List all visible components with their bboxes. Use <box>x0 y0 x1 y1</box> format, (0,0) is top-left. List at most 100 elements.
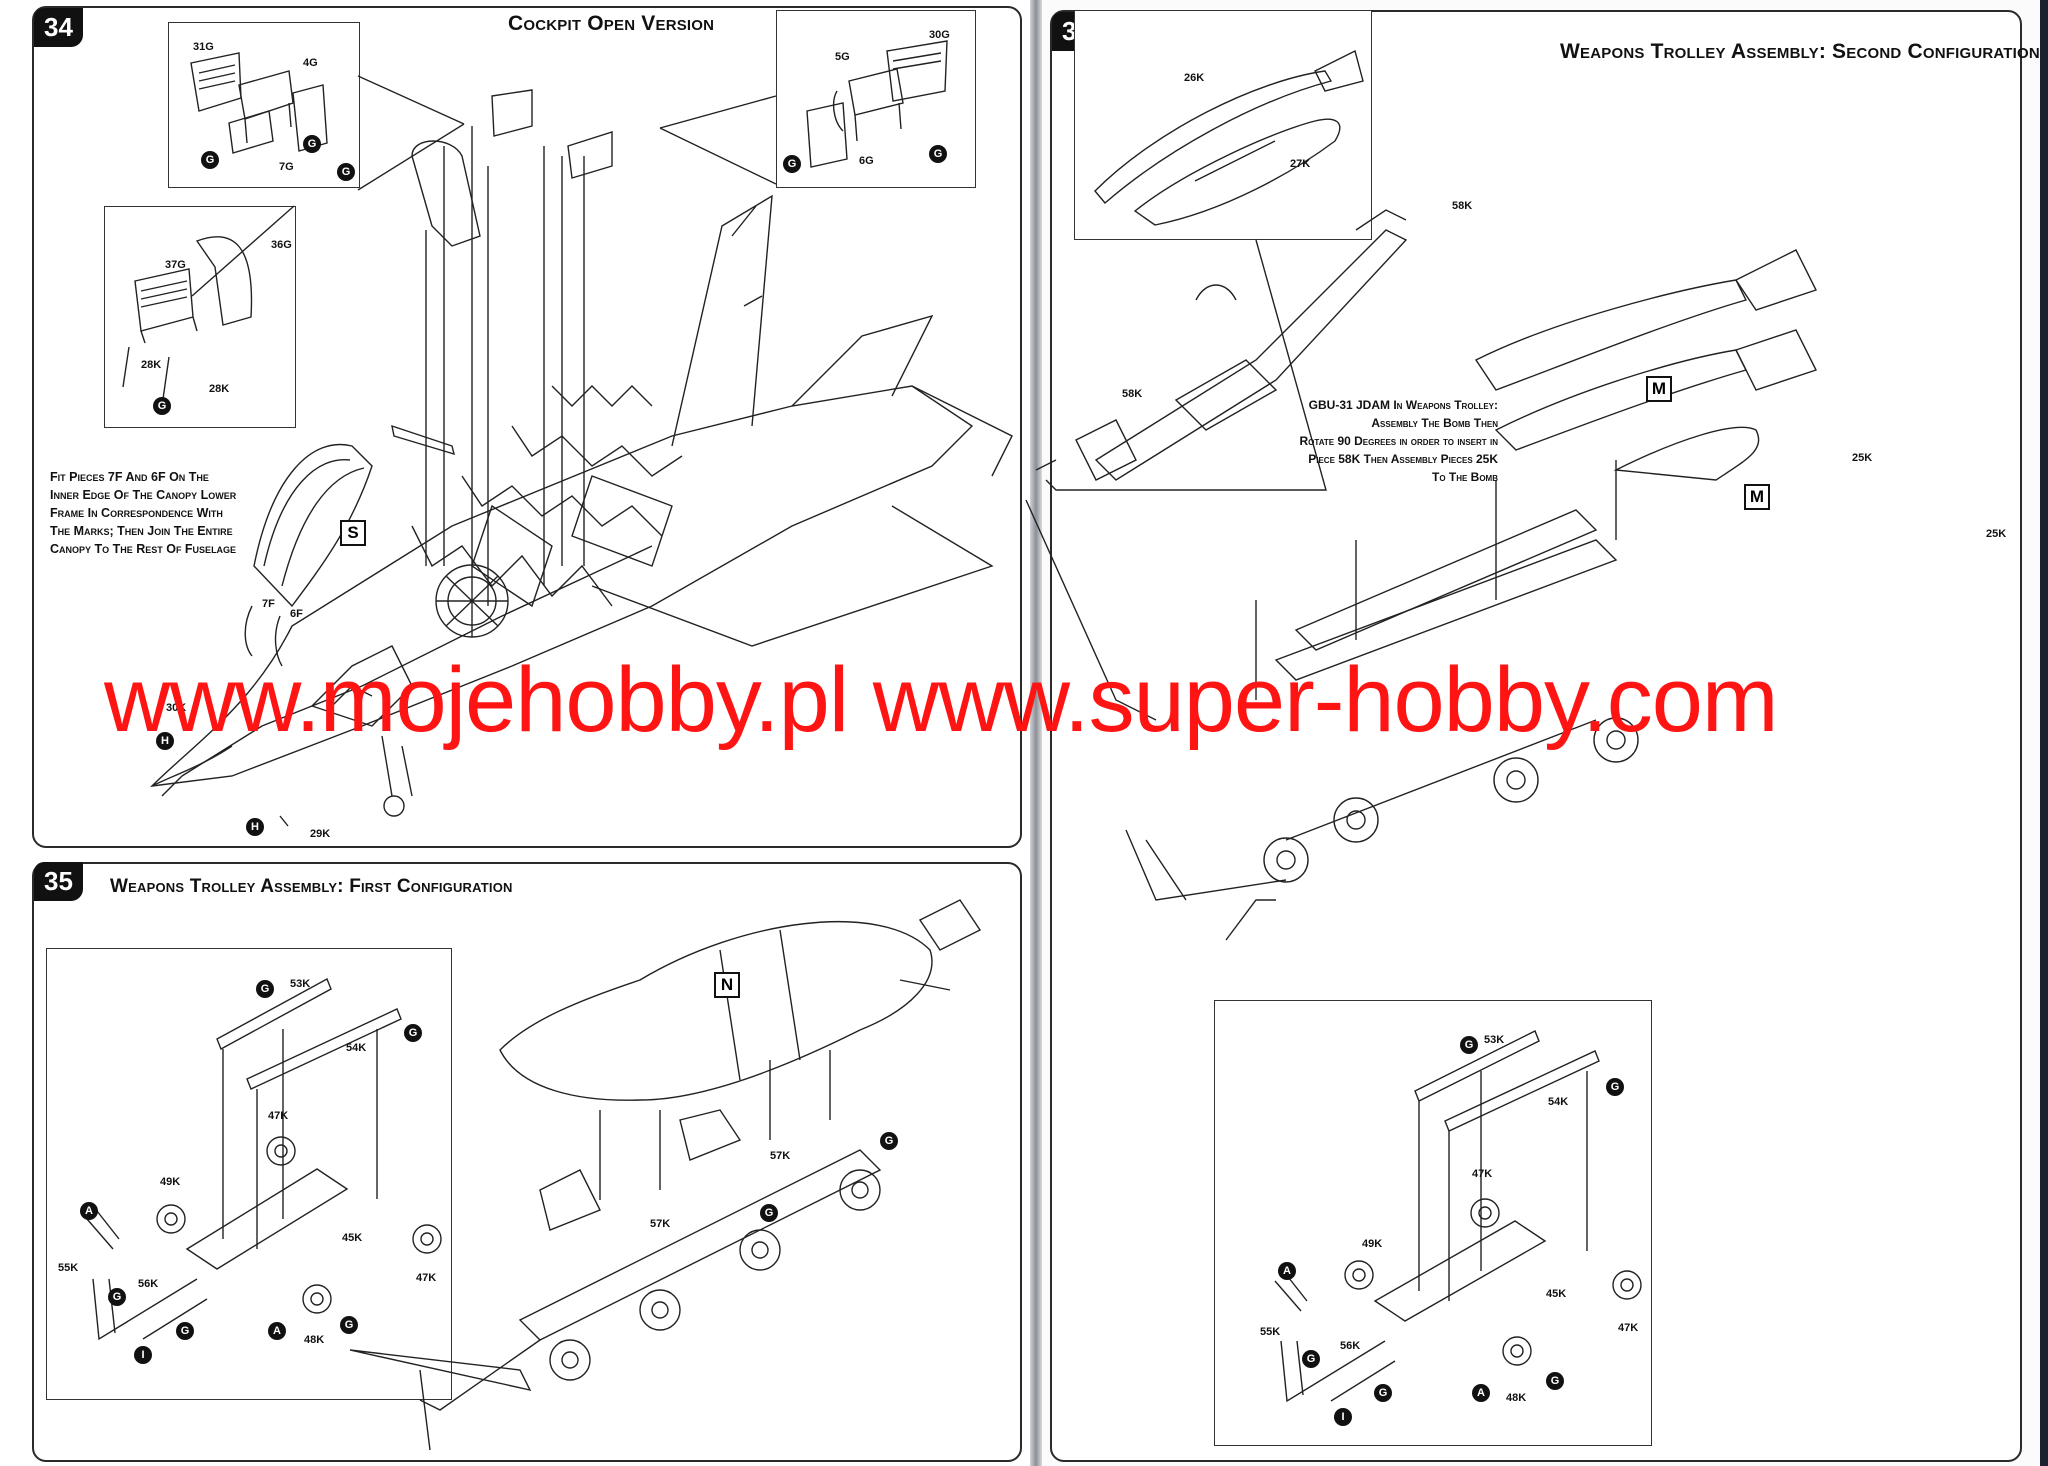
part-49k-label: 49K <box>1362 1238 1383 1250</box>
letter-box-s: S <box>340 520 366 546</box>
note-line: Rotate 90 Degrees in order to insert in <box>1299 434 1498 448</box>
part-45k-label: 45K <box>1546 1288 1567 1300</box>
marker-i: I <box>134 1346 152 1364</box>
part-25k-label: 25K <box>1986 528 2007 540</box>
part-30k-label: 30K <box>166 702 187 714</box>
seat-parts-drawing <box>777 11 975 187</box>
part-57k-label: 57K <box>650 1218 671 1230</box>
part-29k-label: 29K <box>310 828 331 840</box>
part-30g-label: 30G <box>929 29 950 41</box>
aircraft-cockpit-drawing <box>32 6 1012 846</box>
part-31g-label: 31G <box>193 41 214 53</box>
part-26k-label: 26K <box>1184 72 1205 84</box>
part-55k-label: 55K <box>1260 1326 1281 1338</box>
trolley-parts-drawing <box>1215 1001 1651 1445</box>
letter-box-n: N <box>714 972 740 998</box>
step-35-trolley-inset <box>46 948 452 1400</box>
marker-g: G <box>1374 1384 1392 1402</box>
part-6g-label: 6G <box>859 155 874 167</box>
marker-g: G <box>201 151 219 169</box>
part-54k-label: 54K <box>1548 1096 1569 1108</box>
step-34-inset-seat-a: 31G 4G 7G G G G <box>168 22 360 188</box>
trolley-bomb-drawing <box>440 890 1000 1450</box>
marker-g: G <box>153 397 171 415</box>
step-34-inset-seat-b: 30G 5G 6G G G <box>776 10 976 188</box>
note-line: Frame In Correspondence With <box>50 506 223 520</box>
watermark-text: www.mojehobby.pl www.super-hobby.com <box>104 649 1779 751</box>
marker-g: G <box>880 1132 898 1150</box>
marker-a: A <box>80 1202 98 1220</box>
step-36-bomb-inset <box>1074 10 1372 240</box>
marker-g: G <box>337 163 355 181</box>
part-28k-label: 28K <box>209 383 230 395</box>
bomb-parts-drawing <box>1075 11 1371 239</box>
marker-g: G <box>404 1024 422 1042</box>
part-6f-label: 6F <box>290 608 303 620</box>
marker-g: G <box>256 980 274 998</box>
marker-g: G <box>929 145 947 163</box>
part-37g-label: 37G <box>165 259 186 271</box>
part-56k-label: 56K <box>138 1278 159 1290</box>
letter-box-m: M <box>1744 484 1770 510</box>
page-gutter <box>1030 0 1042 1466</box>
step-36-title: Weapons Trolley Assembly: Second Configu… <box>1560 40 2040 63</box>
marker-a: A <box>268 1322 286 1340</box>
marker-h: H <box>246 818 264 836</box>
marker-g: G <box>1302 1350 1320 1368</box>
part-36g-label: 36G <box>271 239 292 251</box>
part-58k-label: 58K <box>1122 388 1143 400</box>
marker-a: A <box>1472 1384 1490 1402</box>
note-line: Canopy To The Rest Of Fuselage <box>50 542 237 556</box>
step-35-number: 35 <box>34 862 83 901</box>
part-25k-label: 25K <box>1852 452 1873 464</box>
part-53k-label: 53K <box>1484 1034 1505 1046</box>
part-48k-label: 48K <box>304 1334 325 1346</box>
part-57k-label: 57K <box>770 1150 791 1162</box>
letter-box-m: M <box>1646 376 1672 402</box>
note-line: Assembly The Bomb Then <box>1371 416 1498 430</box>
marker-h: H <box>156 732 174 750</box>
step-34-inset-seat-c: 37G 36G 28K 28K G <box>104 206 296 428</box>
marker-g: G <box>783 155 801 173</box>
trolley-parts-drawing <box>47 949 451 1399</box>
step-36-trolley-inset <box>1214 1000 1652 1446</box>
marker-g: G <box>760 1204 778 1222</box>
step-35-title: Weapons Trolley Assembly: First Configur… <box>110 876 513 897</box>
part-56k-label: 56K <box>1340 1340 1361 1352</box>
note-line: GBU-31 JDAM In Weapons Trolley: <box>1308 398 1498 412</box>
marker-g: G <box>108 1288 126 1306</box>
part-58k-label: 58K <box>1452 200 1473 212</box>
part-45k-label: 45K <box>342 1232 363 1244</box>
part-47k-label: 47K <box>1618 1322 1639 1334</box>
part-27k-label: 27K <box>1290 158 1311 170</box>
note-line: Piece 58K Then Assembly Pieces 25K <box>1308 452 1498 466</box>
marker-g: G <box>303 135 321 153</box>
step-34-title: Cockpit Open Version <box>508 12 715 35</box>
part-47k-label: 47K <box>416 1272 437 1284</box>
step-34-note: Fit Pieces 7F And 6F On The Inner Edge O… <box>50 468 260 558</box>
part-47k-label: 47K <box>268 1110 289 1122</box>
part-28k-label: 28K <box>141 359 162 371</box>
marker-g: G <box>1460 1036 1478 1054</box>
part-53k-label: 53K <box>290 978 311 990</box>
jdam-rotation-drawing <box>1056 180 1996 940</box>
part-7g-label: 7G <box>279 161 294 173</box>
note-line: To The Bomb <box>1432 470 1498 484</box>
marker-g: G <box>340 1316 358 1334</box>
marker-i: I <box>1334 1408 1352 1426</box>
part-47k-label: 47K <box>1472 1168 1493 1180</box>
step-36-note: GBU-31 JDAM In Weapons Trolley: Assembly… <box>1268 396 1498 486</box>
part-5g-label: 5G <box>835 51 850 63</box>
note-line: The Marks; Then Join The Entire <box>50 524 233 538</box>
seat-parts-drawing <box>105 207 295 427</box>
marker-g: G <box>1606 1078 1624 1096</box>
part-7f-label: 7F <box>262 598 275 610</box>
part-55k-label: 55K <box>58 1262 79 1274</box>
seat-parts-drawing <box>169 23 359 187</box>
marker-g: G <box>176 1322 194 1340</box>
note-line: Fit Pieces 7F And 6F On The <box>50 470 209 484</box>
note-line: Inner Edge Of The Canopy Lower <box>50 488 237 502</box>
part-4g-label: 4G <box>303 57 318 69</box>
part-49k-label: 49K <box>160 1176 181 1188</box>
marker-g: G <box>1546 1372 1564 1390</box>
